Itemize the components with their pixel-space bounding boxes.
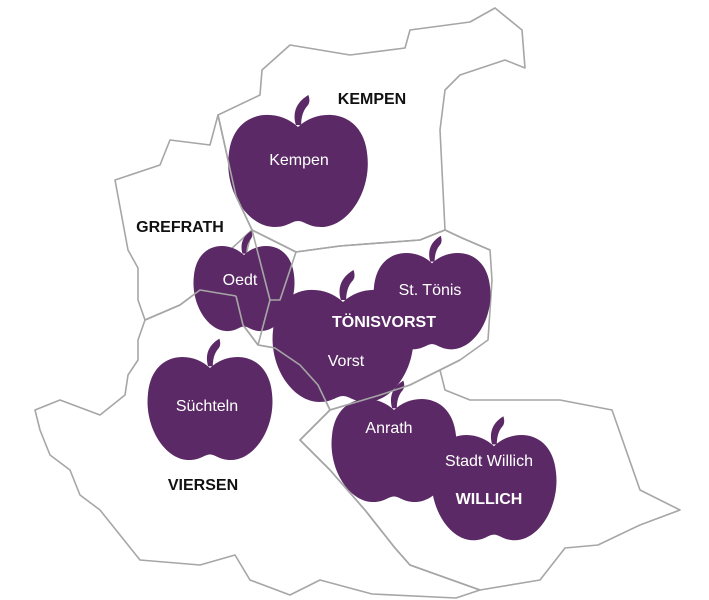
border-kempen-toenisvorst (251, 229, 491, 253)
region-label-willich: WILLICH (456, 491, 523, 508)
town-label-vorst: Vorst (328, 353, 365, 370)
town-label-oedt: Oedt (223, 272, 258, 289)
town-label-anrath: Anrath (365, 420, 412, 437)
border-oedt-link (235, 295, 259, 346)
region-label-grefrath: GREFRATH (136, 219, 224, 236)
border-toenisvorst-viersen (257, 344, 331, 411)
border-kempen-grefrath (217, 114, 253, 231)
town-label-stadt-willich: Stadt Willich (445, 453, 533, 470)
border-grefrath-viersen (144, 289, 237, 321)
town-label-kempen: Kempen (269, 152, 329, 169)
town-labels: Kempen Oedt St. Tönis TÖNISVORST Vorst S… (176, 152, 533, 508)
border-toenisvorst-willich (299, 359, 461, 441)
border-viersen-willich (299, 439, 481, 591)
region-label-viersen: VIERSEN (168, 477, 238, 494)
town-label-suechteln: Süchteln (176, 398, 238, 415)
region-labels: KEMPEN GREFRATH VIERSEN (136, 91, 406, 494)
town-label-st-toenis: St. Tönis (399, 282, 462, 299)
region-label-kempen: KEMPEN (338, 91, 406, 108)
border-toenisvorst-inner (270, 251, 297, 301)
region-borders (144, 114, 491, 591)
region-label-toenisvorst: TÖNISVORST (332, 312, 436, 331)
